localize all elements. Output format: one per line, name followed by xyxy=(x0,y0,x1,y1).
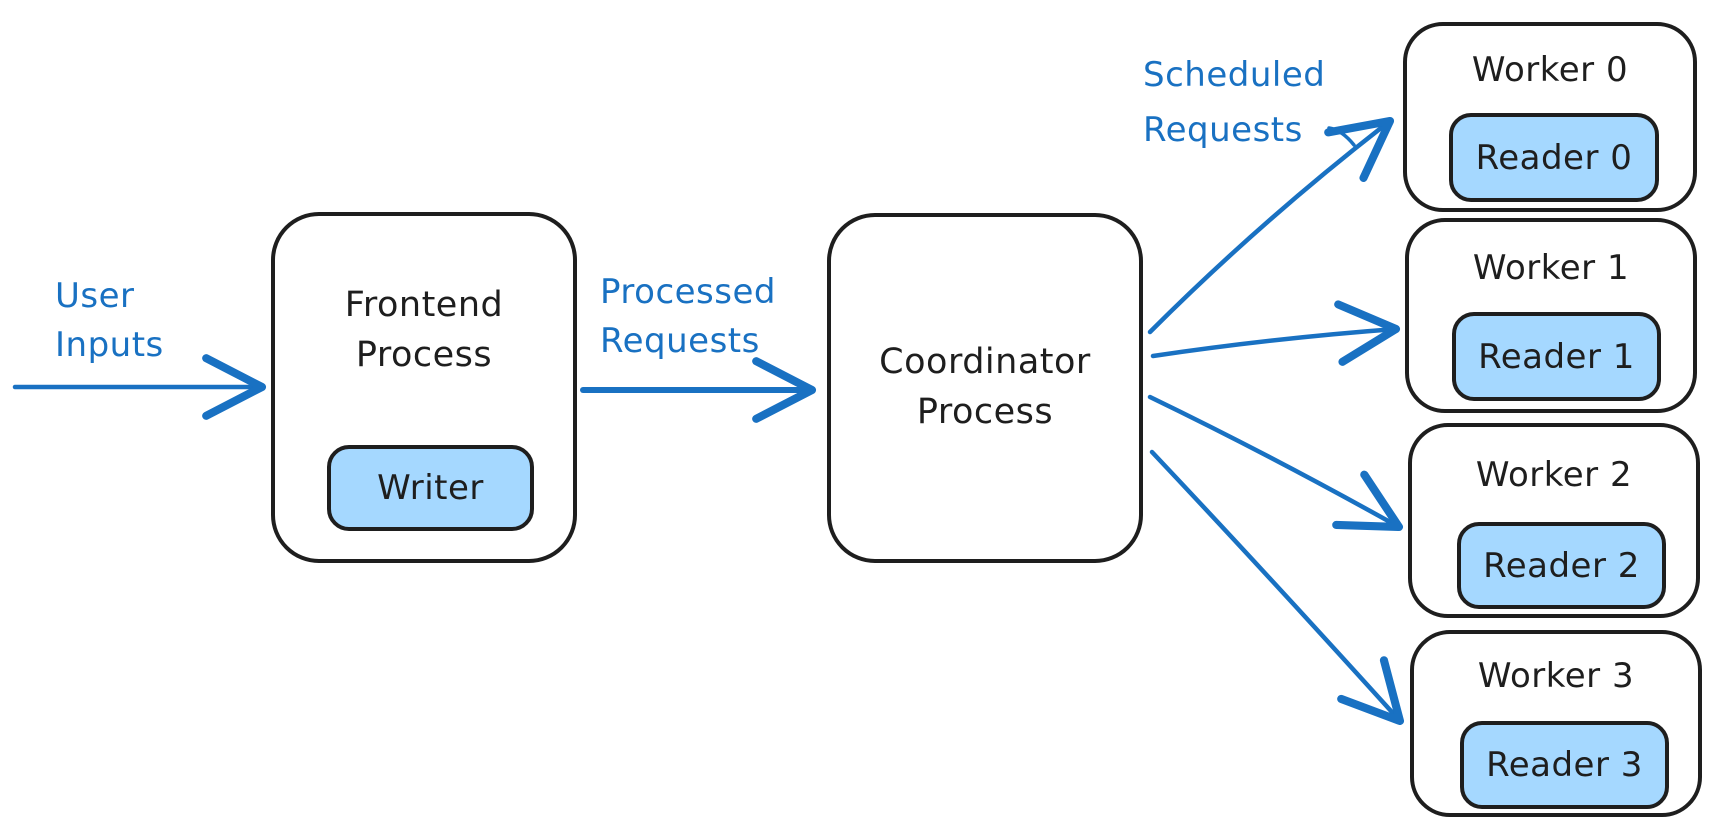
reader-0-node: Reader 0 xyxy=(1449,113,1659,202)
reader-2-node: Reader 2 xyxy=(1457,522,1666,609)
worker-1-node: Worker 1 Reader 1 xyxy=(1405,218,1697,413)
worker-3-node: Worker 3 Reader 3 xyxy=(1410,630,1702,817)
arrow-scheduled-worker-1 xyxy=(1150,300,1401,366)
worker-3-label: Worker 3 xyxy=(1477,656,1635,696)
arrow-scheduled-worker-3 xyxy=(1149,449,1405,726)
writer-node: Writer xyxy=(327,445,534,531)
scheduled-requests-label: Scheduled Requests xyxy=(1143,55,1326,150)
writer-label: Writer xyxy=(377,468,484,508)
arrow-scheduled-worker-2 xyxy=(1147,394,1404,532)
reader-1-label: Reader 1 xyxy=(1478,336,1635,377)
reader-2-label: Reader 2 xyxy=(1483,545,1640,586)
worker-1-label: Worker 1 xyxy=(1472,248,1630,288)
reader-0-label: Reader 0 xyxy=(1475,137,1633,178)
processed-requests-label: Processed Requests xyxy=(600,272,776,361)
coordinator-process-node: Coordinator Process xyxy=(827,213,1143,563)
reader-3-node: Reader 3 xyxy=(1460,721,1669,809)
reader-3-label: Reader 3 xyxy=(1486,745,1643,785)
coordinator-process-label: Coordinator Process xyxy=(879,342,1091,432)
frontend-process-node: Frontend Process Writer xyxy=(271,212,577,563)
worker-2-node: Worker 2 Reader 2 xyxy=(1408,423,1700,618)
worker-0-node: Worker 0 Reader 0 xyxy=(1403,22,1697,212)
user-inputs-label: User Inputs xyxy=(55,276,164,365)
reader-1-node: Reader 1 xyxy=(1452,312,1661,401)
worker-0-label: Worker 0 xyxy=(1471,50,1629,90)
frontend-process-label: Frontend Process xyxy=(344,285,504,375)
worker-2-label: Worker 2 xyxy=(1475,455,1633,495)
